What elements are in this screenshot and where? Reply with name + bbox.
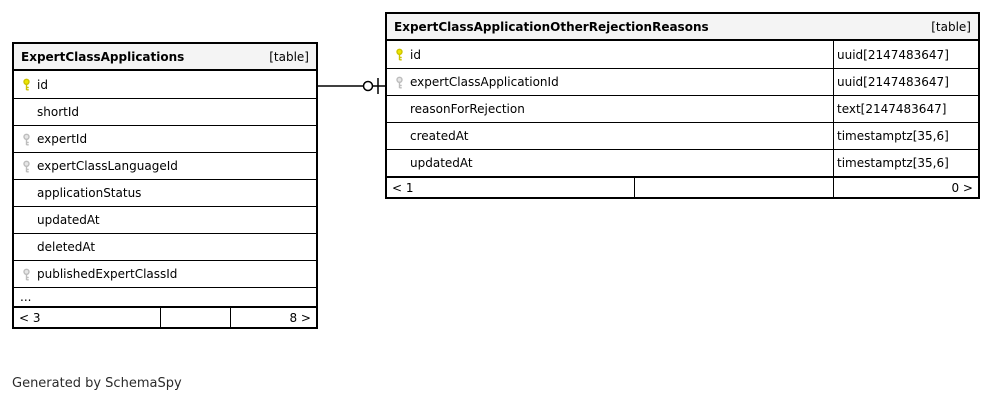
key-slot — [393, 76, 410, 89]
key-slot — [20, 268, 37, 281]
column-name: deletedAt — [37, 240, 96, 254]
column-name: id — [37, 77, 48, 92]
footer-left-count: < 3 — [19, 310, 41, 325]
table-type-badge: [table] — [269, 49, 309, 64]
footer-spacer — [634, 178, 833, 197]
footer-left-count: < 1 — [392, 180, 414, 195]
table-footer: < 1 0 > — [387, 176, 978, 197]
column-type: uuid[2147483647] — [833, 41, 978, 68]
table-row: id uuid[2147483647] — [387, 41, 978, 68]
table-title[interactable]: ExpertClassApplications — [21, 49, 185, 64]
relationship-connector — [318, 78, 385, 94]
table-header: ExpertClassApplications [table] — [14, 44, 316, 71]
key-slot — [393, 48, 410, 61]
key-slot — [20, 133, 37, 146]
key-slot — [20, 160, 37, 173]
table-row: deletedAt — [14, 233, 316, 260]
table-node-expertclassapplications[interactable]: ExpertClassApplications [table] id short… — [12, 42, 318, 329]
table-row-ellipsis: ... — [14, 287, 316, 306]
table-footer: < 3 8 > — [14, 306, 316, 327]
column-name: ... — [20, 290, 32, 304]
column-name: shortId — [37, 105, 79, 119]
foreign-key-icon — [23, 133, 30, 146]
table-row: reasonForRejection text[2147483647] — [387, 95, 978, 122]
key-slot — [20, 78, 37, 91]
footer-spacer — [160, 308, 230, 327]
table-row: applicationStatus — [14, 179, 316, 206]
column-type: text[2147483647] — [833, 96, 978, 122]
foreign-key-icon — [396, 76, 403, 89]
column-type: timestamptz[35,6] — [833, 123, 978, 149]
table-row: shortId — [14, 98, 316, 125]
table-row: updatedAt — [14, 206, 316, 233]
table-row: id — [14, 71, 316, 98]
table-title[interactable]: ExpertClassApplicationOtherRejectionReas… — [394, 19, 709, 34]
column-name: publishedExpertClassId — [37, 267, 178, 281]
column-name: reasonForRejection — [410, 102, 525, 116]
column-rows: id uuid[2147483647] expertClassApplicati… — [387, 41, 978, 176]
column-name: createdAt — [410, 129, 469, 143]
table-row: expertClassApplicationId uuid[2147483647… — [387, 68, 978, 95]
primary-key-icon — [396, 48, 403, 61]
table-type-badge: [table] — [931, 19, 971, 34]
column-name: expertId — [37, 132, 88, 146]
table-row: updatedAt timestamptz[35,6] — [387, 149, 978, 176]
column-name: applicationStatus — [37, 186, 142, 200]
table-row: publishedExpertClassId — [14, 260, 316, 287]
footer-right-count: 0 > — [833, 178, 978, 197]
table-row: expertClassLanguageId — [14, 152, 316, 179]
generator-credit: Generated by SchemaSpy — [12, 376, 182, 391]
table-row: expertId — [14, 125, 316, 152]
primary-key-icon — [23, 78, 30, 91]
table-header: ExpertClassApplicationOtherRejectionReas… — [387, 14, 978, 41]
footer-right-count: 8 > — [230, 308, 316, 327]
cardinality-zero-circle — [362, 80, 374, 92]
column-name: updatedAt — [410, 156, 473, 170]
table-node-expertclassapplicationotherrejectionreasons[interactable]: ExpertClassApplicationOtherRejectionReas… — [385, 12, 980, 199]
column-name: updatedAt — [37, 213, 100, 227]
column-type: uuid[2147483647] — [833, 69, 978, 95]
column-name: expertClassApplicationId — [410, 75, 559, 89]
table-row: createdAt timestamptz[35,6] — [387, 122, 978, 149]
foreign-key-icon — [23, 268, 30, 281]
column-rows: id shortId expertId expertClassLanguageI… — [14, 71, 316, 306]
column-name: id — [410, 47, 421, 62]
column-type: timestamptz[35,6] — [833, 150, 978, 176]
foreign-key-icon — [23, 160, 30, 173]
column-name: expertClassLanguageId — [37, 159, 178, 173]
